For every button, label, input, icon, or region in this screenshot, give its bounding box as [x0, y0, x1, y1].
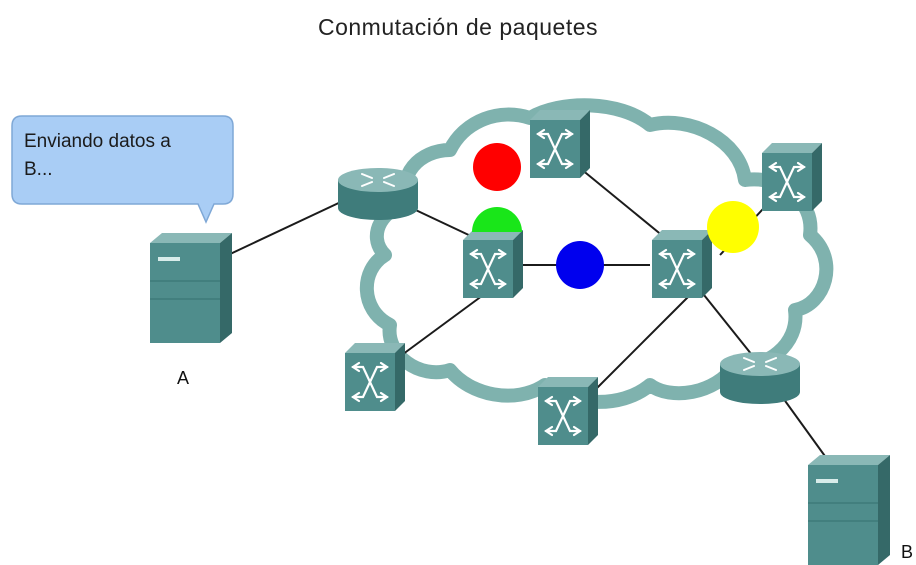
host-b-label: B — [901, 542, 914, 562]
switch-bottom-left — [343, 341, 407, 413]
speech-bubble — [11, 115, 234, 224]
host-a-server — [149, 232, 233, 344]
switch-top — [528, 108, 592, 180]
packet-red — [473, 143, 521, 191]
packet-blue — [556, 241, 604, 289]
switch-center-left — [461, 228, 525, 300]
switch-top-right — [760, 141, 824, 213]
bubble-text: Enviando datos a B... — [24, 128, 229, 184]
router-left — [337, 167, 419, 221]
router-right — [719, 351, 801, 405]
packet-green — [472, 207, 522, 232]
switch-center-right — [650, 228, 714, 300]
host-b-server — [807, 454, 891, 565]
bubble-line-1: Enviando datos a — [24, 131, 171, 152]
packet-yellow — [707, 201, 759, 253]
switch-bottom-center — [536, 375, 600, 447]
host-a-label: A — [177, 368, 190, 388]
diagram-title: Conmutación de paquetes — [317, 14, 599, 40]
bubble-line-2: B... — [24, 159, 53, 180]
